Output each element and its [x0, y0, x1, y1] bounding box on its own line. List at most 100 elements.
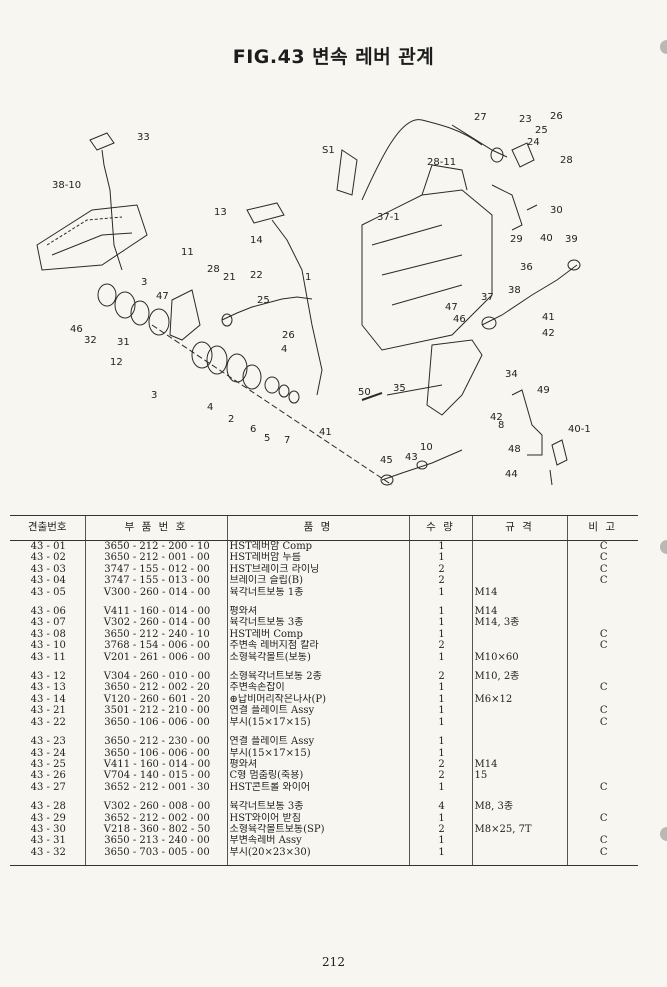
- callout-label: 5: [264, 433, 270, 444]
- row-index: 43 - 02: [30, 552, 66, 564]
- row-spec: M10×60: [471, 651, 567, 664]
- row-quantity: 1: [408, 812, 472, 824]
- callout-label: 24: [527, 137, 540, 148]
- row-spec: 15: [471, 770, 567, 782]
- row-remarks: [566, 693, 638, 706]
- spacer-cell: [10, 598, 85, 606]
- row-spec: [471, 736, 567, 748]
- row-remarks: [566, 770, 638, 782]
- spacer-cell: [408, 793, 472, 802]
- spacer-cell: [471, 663, 567, 672]
- callout-label: 29: [510, 234, 523, 245]
- row-part-number: 3650 - 213 - 240 - 00: [84, 835, 227, 847]
- row-spec: M14: [471, 606, 567, 618]
- row-remarks: [566, 671, 638, 683]
- callout-label: 50: [358, 387, 371, 398]
- row-part-number: V411 - 160 - 014 - 00: [84, 606, 227, 618]
- spacer-cell: [408, 663, 472, 672]
- row-index: 43 - 11: [30, 651, 66, 663]
- row-index: 43 - 29: [30, 812, 66, 824]
- row-part-name: 소형육각너트보통 2종: [226, 671, 409, 683]
- row-index: 43 - 14: [30, 693, 66, 705]
- table-header-row: 견출번호 부 품 번 호 품 명 수 량 규 격 비 고: [10, 515, 638, 541]
- row-remarks: C: [566, 563, 638, 576]
- callout-label: 37-1: [377, 212, 400, 223]
- row-quantity: 2: [408, 671, 472, 683]
- spacer-cell: [566, 728, 638, 737]
- callout-label: 34: [505, 369, 518, 380]
- row-part-name: 소형육각볼트보통(SP): [226, 823, 409, 836]
- callout-label: 28: [560, 155, 573, 166]
- row-remarks: [566, 747, 638, 759]
- row-index: 43 - 10: [30, 640, 66, 652]
- row-part-name: HST콘트롤 와이어: [226, 781, 409, 794]
- callout-label: 45: [380, 455, 393, 466]
- callout-label: 2: [228, 414, 234, 425]
- row-part-number: V302 - 260 - 008 - 00: [84, 801, 227, 813]
- row-part-name: HST와이어 받침: [226, 812, 409, 824]
- row-part-number: 3650 - 212 - 002 - 20: [84, 682, 227, 694]
- row-spec: [471, 747, 567, 759]
- row-remarks: [566, 823, 638, 836]
- row-remarks: C: [566, 812, 638, 824]
- row-index: 43 - 23: [30, 736, 66, 748]
- callout-label: 46: [453, 314, 466, 325]
- row-part-name: 주변속 레버지점 칼라: [226, 640, 409, 652]
- callout-label: 10: [420, 442, 433, 453]
- spacer-cell: [408, 728, 472, 737]
- row-part-number: 3650 - 212 - 200 - 10: [84, 540, 227, 553]
- col-header-part-name: 품 명: [226, 515, 409, 541]
- row-spec: [471, 682, 567, 694]
- callout-label: 27: [474, 112, 487, 123]
- row-part-name: 브레이크 슬립(B): [226, 575, 409, 587]
- spacer-cell: [226, 598, 409, 607]
- row-part-number: 3650 - 212 - 230 - 00: [84, 736, 227, 748]
- row-part-name: 평와셔: [226, 606, 409, 618]
- spacer-cell: [84, 663, 227, 672]
- row-part-name: 육각너트보통 1종: [226, 586, 409, 599]
- spacer-cell: [84, 793, 227, 802]
- callout-label: 41: [319, 427, 332, 438]
- row-part-number: 3747 - 155 - 013 - 00: [84, 575, 227, 587]
- row-remarks: C: [566, 781, 638, 794]
- callout-label: 25: [535, 125, 548, 136]
- row-quantity: 1: [408, 835, 472, 847]
- row-spec: [471, 705, 567, 717]
- row-part-number: 3650 - 212 - 240 - 10: [84, 628, 227, 641]
- row-spec: M14: [471, 758, 567, 771]
- row-part-number: 3768 - 154 - 006 - 00: [84, 640, 227, 652]
- spacer-cell: [226, 663, 409, 672]
- row-quantity: 1: [408, 716, 472, 729]
- row-spec: [471, 846, 567, 866]
- callout-label: 40: [540, 233, 553, 244]
- callout-label: 33: [137, 132, 150, 143]
- row-quantity: 2: [408, 758, 472, 771]
- row-part-number: V218 - 360 - 802 - 50: [84, 823, 227, 836]
- row-index: 43 - 32: [10, 846, 85, 866]
- row-part-name: 평와셔: [226, 758, 409, 771]
- row-part-number: V411 - 160 - 014 - 00: [84, 758, 227, 771]
- row-part-number: 3650 - 106 - 006 - 00: [84, 747, 227, 759]
- row-spec: M14, 3종: [471, 617, 567, 629]
- row-index: 43 - 31: [30, 835, 66, 847]
- callout-label: 30: [550, 205, 563, 216]
- row-index: 43 - 26: [30, 770, 66, 782]
- callout-label: 35: [393, 383, 406, 394]
- callout-label: 44: [505, 469, 518, 480]
- page-number: 212: [322, 955, 345, 969]
- row-index: 43 - 06: [30, 606, 66, 618]
- row-part-number: 3652 - 212 - 001 - 30: [84, 781, 227, 794]
- row-quantity: 4: [408, 801, 472, 813]
- binding-hole: [660, 540, 667, 554]
- callout-label: 36: [520, 262, 533, 273]
- col-header-remarks: 비 고: [566, 515, 638, 541]
